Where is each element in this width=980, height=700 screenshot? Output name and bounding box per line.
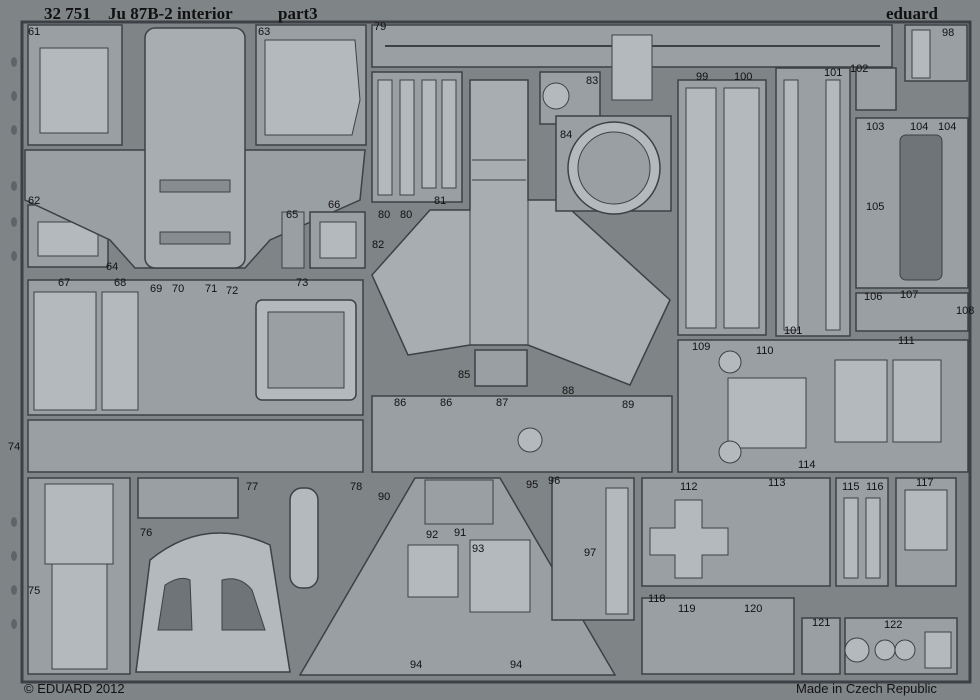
part-number-label: 77 [246,481,259,493]
part-number-label: 80 [378,209,391,221]
part-number-label: 109 [692,341,711,353]
part-number-label: 97 [584,547,597,559]
sheet-code: 32 751 [44,4,91,23]
part-number-label: 67 [58,277,71,289]
part-number-label: 69 [150,283,163,295]
part-number-label: 72 [226,285,239,297]
part-number-label: 82 [372,239,385,251]
part-number-label: 99 [696,71,709,83]
part-number-label: 119 [678,603,696,615]
part-number-label: 98 [942,27,955,39]
part-number-label: 111 [898,335,915,347]
part-number-label: 75 [28,585,41,597]
sheet-title: Ju 87B-2 interior [108,4,233,23]
part-number-label: 87 [496,397,509,409]
part-number-label: 110 [756,345,774,357]
part-number-label: 86 [440,397,453,409]
copyright: © EDUARD 2012 [24,681,125,696]
part-number-label: 70 [172,283,185,295]
part-number-label: 79 [374,21,387,33]
part-number-label: 71 [205,283,218,295]
made-in: Made in Czech Republic [796,681,937,696]
part-number-label: 76 [140,527,153,539]
part-number-label: 100 [734,71,753,83]
part-number-label: 122 [884,619,903,631]
part-number-label: 112 [680,481,698,493]
part-number-label: 106 [864,291,883,303]
part-number-label: 104 [938,121,957,133]
part-number-label: 101 [784,325,803,337]
part-number-label: 120 [744,603,763,615]
part-number-label: 86 [394,397,407,409]
part-number-label: 103 [866,121,885,133]
part-number-label: 81 [434,195,447,207]
brand-logo: eduard [886,4,938,23]
part-number-label: 116 [866,481,884,493]
part-number-label: 90 [378,491,391,503]
part-number-label: 117 [916,477,934,489]
part-number-label: 102 [850,63,869,75]
part-number-label: 78 [350,481,363,493]
part-number-label: 66 [328,199,341,211]
part-number-label: 84 [560,129,573,141]
part-number-label: 89 [622,399,635,411]
part-number-label: 68 [114,277,127,289]
part-number-label: 107 [900,289,919,301]
part-number-label: 95 [526,479,539,491]
part-number-label: 83 [586,75,599,87]
part-number-label: 105 [866,201,885,213]
part-number-label: 63 [258,26,271,38]
part-number-label: 62 [28,195,41,207]
sheet-part: part3 [278,4,318,23]
part-number-label: 92 [426,529,439,541]
part-number-label: 73 [296,277,309,289]
part-number-label: 93 [472,543,485,555]
part-number-label: 113 [768,477,786,489]
part-number-label: 121 [812,617,831,629]
part-number-label: 91 [454,527,467,539]
part-number-label: 114 [798,459,816,471]
part-number-label: 115 [842,481,860,493]
part-number-label: 96 [548,475,561,487]
part-number-label: 74 [8,441,21,453]
part-number-label: 104 [910,121,929,133]
part-number-label: 88 [562,385,575,397]
part-number-label: 65 [286,209,299,221]
part-number-label: 61 [28,26,41,38]
part-number-label: 94 [510,659,523,671]
part-number-label: 118 [648,593,666,605]
part-number-label: 101 [824,67,843,79]
part-number-label: 94 [410,659,423,671]
part-number-label: 85 [458,369,471,381]
part-number-label: 64 [106,261,119,273]
part-number-label: 108 [956,305,975,317]
part-number-label: 80 [400,209,413,221]
